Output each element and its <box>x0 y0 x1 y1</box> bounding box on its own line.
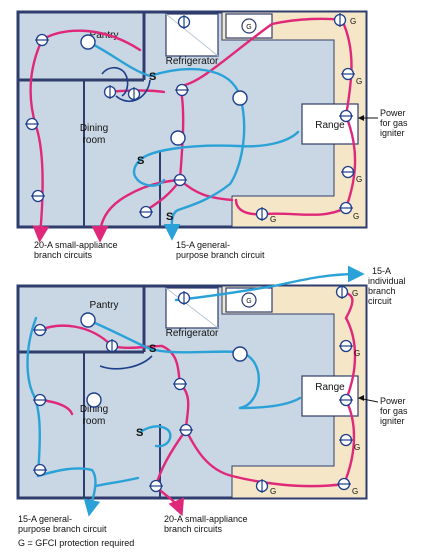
gfci-receptacle-icon: G <box>339 339 360 358</box>
bottom-label-refrigerator: Refrigerator <box>166 328 219 339</box>
bottom-dining-light-icon <box>86 392 102 408</box>
duplex-receptacle-icon <box>25 117 39 131</box>
svg-text:G: G <box>352 487 358 496</box>
duplex-receptacle-icon <box>103 85 117 99</box>
svg-text:G: G <box>246 298 251 305</box>
top-label-dining-1: Dining <box>80 123 108 134</box>
top-dining-light-icon <box>170 130 186 146</box>
top-receptacles: G G G G G <box>25 13 362 224</box>
top-small-appliance-label-1: 20-A small-appliance <box>34 240 118 250</box>
bottom-receptacles: G G G G G <box>33 285 360 496</box>
duplex-receptacle-icon <box>105 339 119 353</box>
duplex-receptacle-icon <box>175 83 189 97</box>
top-label-refrigerator: Refrigerator <box>166 56 219 67</box>
footnote: G = GFCI protection required <box>18 538 134 548</box>
bottom-floor-plan: G Pantry Refrigerator Dining room Range <box>16 265 408 534</box>
bottom-label-dining-1: Dining <box>80 404 108 415</box>
duplex-receptacle-icon <box>127 87 141 101</box>
bottom-small-appliance-label-2: branch circuits <box>164 524 223 534</box>
top-floor-plan: G Pantry Refrigerator Dining room Range <box>16 10 408 260</box>
top-label-pantry: Pantry <box>90 30 119 41</box>
top-power-label-3: igniter <box>380 128 405 138</box>
bottom-individual-label-4: circuit <box>368 296 392 306</box>
bottom-power-label-1: Power <box>380 396 406 406</box>
gfci-receptacle-icon: G <box>255 479 276 496</box>
top-switch-kitchen: S <box>166 211 173 223</box>
duplex-receptacle-icon <box>177 291 191 305</box>
duplex-receptacle-icon <box>139 205 153 219</box>
bottom-small-appliance-label-1: 20-A small-appliance <box>164 514 248 524</box>
top-kitchen-light-icon <box>232 90 248 106</box>
bottom-pantry-light-icon <box>80 312 96 328</box>
duplex-receptacle-icon <box>33 463 47 477</box>
duplex-receptacle-icon <box>31 189 45 203</box>
bottom-individual-label-1: 15-A <box>372 266 391 276</box>
bottom-label-range: Range <box>315 382 345 393</box>
duplex-receptacle-icon <box>177 15 191 29</box>
duplex-receptacle-icon <box>35 33 49 47</box>
top-power-label-1: Power <box>380 108 406 118</box>
bottom-label-pantry: Pantry <box>90 300 119 311</box>
top-pantry-light-icon <box>80 34 96 50</box>
top-dark-wires <box>101 66 151 102</box>
top-label-range: Range <box>315 120 345 131</box>
top-general-purpose-label-2: purpose branch circuit <box>176 250 265 260</box>
duplex-receptacle-icon <box>173 173 187 187</box>
gfci-receptacle-icon: G <box>339 201 359 221</box>
gfci-receptacle-icon: G <box>341 67 362 86</box>
duplex-receptacle-icon <box>339 109 353 123</box>
top-small-appliance-label-2: branch circuits <box>34 250 93 260</box>
gfci-receptacle-icon: G <box>335 285 358 299</box>
bottom-switch-pantry: S <box>149 343 156 355</box>
svg-text:G: G <box>353 212 359 221</box>
svg-text:G: G <box>270 215 276 224</box>
top-label-dining-2: room <box>83 135 106 146</box>
svg-text:G: G <box>246 24 251 31</box>
duplex-receptacle-icon <box>173 377 187 391</box>
duplex-receptacle-icon <box>339 393 353 407</box>
sink-icon: G <box>225 13 273 39</box>
duplex-receptacle-icon <box>33 393 47 407</box>
gfci-receptacle-icon: G <box>339 433 360 452</box>
bottom-individual-label-2: individual <box>368 276 406 286</box>
svg-text:G: G <box>352 289 358 298</box>
svg-text:G: G <box>354 443 360 452</box>
bottom-kitchen-light-icon <box>232 346 248 362</box>
svg-text:G: G <box>270 487 276 496</box>
duplex-receptacle-icon <box>179 423 193 437</box>
svg-text:G: G <box>356 77 362 86</box>
bottom-power-label-2: for gas <box>380 406 408 416</box>
bottom-individual-label-3: branch <box>368 286 396 296</box>
duplex-receptacle-icon <box>149 479 163 493</box>
gfci-receptacle-icon: G <box>333 13 356 27</box>
gfci-receptacle-icon: G <box>341 165 362 184</box>
svg-text:G: G <box>350 17 356 26</box>
bottom-switch-dining: S <box>136 427 143 439</box>
top-switch-pantry: S <box>149 71 156 83</box>
gfci-receptacle-icon: G <box>255 207 276 224</box>
bottom-power-label-3: igniter <box>380 416 405 426</box>
bottom-general-purpose-label-2: purpose branch circuit <box>18 524 107 534</box>
svg-text:G: G <box>356 175 362 184</box>
top-power-label-2: for gas <box>380 118 408 128</box>
top-switch-dining: S <box>137 155 144 167</box>
svg-text:G: G <box>354 349 360 358</box>
gfci-receptacle-icon: G <box>337 477 358 496</box>
bottom-general-purpose-label-1: 15-A general- <box>18 514 72 524</box>
top-general-purpose-label-1: 15-A general- <box>176 240 230 250</box>
duplex-receptacle-icon <box>33 323 47 337</box>
bottom-label-dining-2: room <box>83 416 106 427</box>
